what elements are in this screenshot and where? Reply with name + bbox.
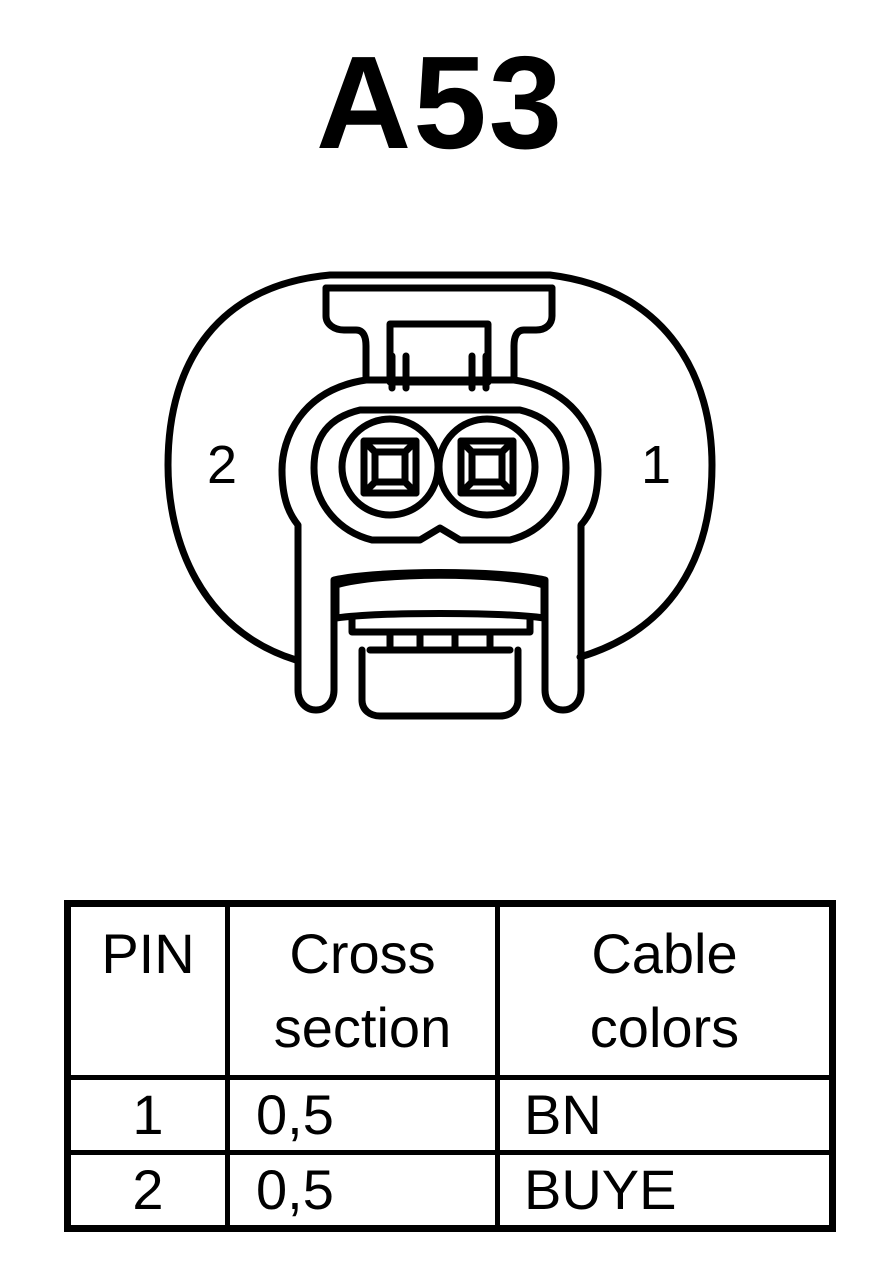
pin-label-2: 2 bbox=[207, 435, 237, 495]
contact-pocket bbox=[310, 406, 570, 544]
header-colors-line2: colors bbox=[589, 996, 740, 1059]
housing-outline bbox=[164, 271, 716, 664]
contact-2-ring bbox=[338, 415, 442, 519]
connector-diagram: 2 1 bbox=[164, 271, 716, 720]
header-cross-section: Cross section bbox=[225, 901, 500, 1080]
lock-element bbox=[332, 571, 548, 622]
header-pin: PIN bbox=[65, 901, 230, 1080]
latch-tab bbox=[322, 284, 370, 384]
table-header-row: PIN Cross section Cable colors bbox=[65, 901, 835, 1080]
header-cross-line2: section bbox=[273, 996, 452, 1059]
contact-1-ring bbox=[435, 415, 539, 519]
cable-color-cell: BN bbox=[495, 1075, 835, 1155]
contact-2-square bbox=[360, 437, 420, 497]
header-cross-line1: Cross bbox=[289, 922, 436, 985]
cross-section-cell: 0,5 bbox=[225, 1150, 500, 1231]
pin-label-1: 1 bbox=[641, 435, 671, 495]
pin-assignment-table: PIN Cross section Cable colors 1 0,5 BN … bbox=[64, 900, 836, 1232]
pin-cell: 2 bbox=[65, 1150, 230, 1231]
header-colors-line1: Cable bbox=[591, 922, 738, 985]
cable-color-cell: BUYE bbox=[495, 1150, 835, 1231]
cross-section-cell: 0,5 bbox=[225, 1075, 500, 1155]
table-row: 2 0,5 BUYE bbox=[65, 1150, 835, 1231]
header-cable-colors: Cable colors bbox=[495, 901, 835, 1080]
pin-cell: 1 bbox=[65, 1075, 230, 1155]
table-row: 1 0,5 BN bbox=[65, 1075, 835, 1155]
connector-title: A53 bbox=[315, 29, 565, 176]
plug-bottom bbox=[358, 646, 522, 720]
contact-1-square bbox=[457, 437, 517, 497]
header-pin-label: PIN bbox=[101, 922, 195, 985]
